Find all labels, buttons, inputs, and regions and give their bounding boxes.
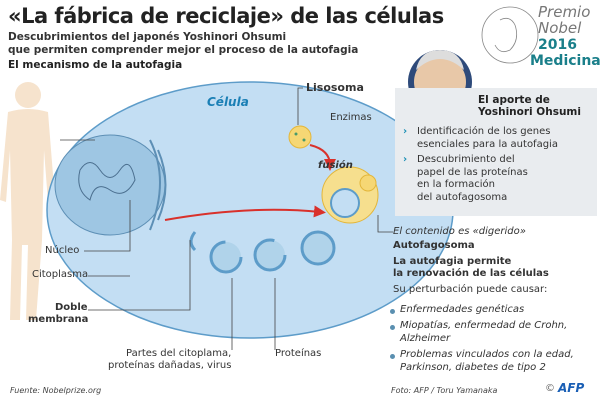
process-arrow bbox=[164, 205, 326, 221]
disease-line: Enfermedades genéticas bbox=[400, 304, 525, 315]
digested-label: El contenido es «digerido» bbox=[393, 226, 526, 237]
fusion-label: fusión bbox=[318, 160, 353, 171]
double-membrane-label-1: Doble bbox=[55, 302, 88, 313]
copyright-icon: © bbox=[545, 383, 555, 394]
disease-line: Parkinson, diabetes de tipo 2 bbox=[400, 361, 546, 373]
logo-premio: Premio bbox=[538, 3, 591, 21]
parts-label-2: proteínas dañadas, virus bbox=[108, 360, 232, 371]
nobel-medal-icon bbox=[481, 6, 539, 64]
panel-item: › Descubrimiento del papel de las proteí… bbox=[403, 154, 528, 204]
afp-logo: AFP bbox=[558, 381, 585, 395]
leader-lines bbox=[60, 87, 393, 350]
contribution-panel: El aporte de Yoshinori Ohsumi › Identifi… bbox=[395, 88, 597, 216]
info-intro: Su perturbación puede causar: bbox=[393, 284, 548, 295]
subtitle-line-1: Descubrimientos del japonés Yoshinori Oh… bbox=[8, 31, 287, 43]
disease-item: Enfermedades genéticas bbox=[390, 304, 525, 317]
source-credit: Fuente: Nobelprize.org bbox=[10, 386, 102, 395]
enzymes-label: Enzimas bbox=[330, 112, 372, 123]
chevron-right-icon: › bbox=[403, 154, 408, 165]
info-heading-2: la renovación de las células bbox=[393, 268, 549, 279]
info-heading-1: La autofagia permite bbox=[393, 256, 512, 267]
bullet-dot-icon bbox=[390, 325, 395, 330]
photo-credit: Foto: AFP / Toru Yamanaka bbox=[391, 386, 498, 395]
proteins-label: Proteínas bbox=[275, 348, 322, 359]
nucleus bbox=[54, 134, 167, 236]
cell-label: Célula bbox=[207, 95, 249, 109]
panel-item: › Identificación de los genes esenciales… bbox=[403, 126, 558, 151]
panel-item-line: del autofagosoma bbox=[417, 191, 508, 203]
disease-item: Problemas vinculados con la edad,Parkins… bbox=[390, 349, 574, 374]
panel-item-line: esenciales para la autofagia bbox=[417, 138, 558, 150]
logo-year: 2016 bbox=[538, 37, 577, 53]
panel-title-1: El aporte de bbox=[478, 94, 550, 106]
logo-nobel: Nobel bbox=[538, 19, 582, 37]
chevron-right-icon: › bbox=[403, 126, 408, 137]
nucleus-label: Núcleo bbox=[45, 245, 80, 256]
logo-category: Medicina bbox=[530, 53, 600, 69]
human-silhouette bbox=[0, 82, 55, 320]
parts-label-1: Partes del citoplama, bbox=[126, 348, 232, 359]
panel-item-line: Identificación de los genes bbox=[417, 126, 551, 137]
autophagosome-label: Autofagosoma bbox=[393, 240, 475, 251]
panel-item-line: Descubrimiento del bbox=[417, 154, 515, 165]
panel-title-2: Yoshinori Ohsumi bbox=[478, 106, 581, 118]
panel-item-line: papel de las proteínas bbox=[417, 166, 528, 178]
fusion-arrow bbox=[309, 144, 336, 171]
bullet-dot-icon bbox=[390, 309, 395, 314]
double-membrane-label-2: membrana bbox=[28, 314, 89, 325]
subtitle-line-2: que permiten comprender mejor el proceso… bbox=[8, 44, 359, 56]
page-title: «La fábrica de reciclaje» de las células bbox=[8, 4, 444, 28]
lysosome-label: Lisosoma bbox=[306, 81, 364, 94]
panel-item-line: en la formación bbox=[417, 179, 495, 190]
bullet-dot-icon bbox=[390, 354, 395, 359]
disease-line: Alzheimer bbox=[400, 332, 451, 344]
disease-line: Miopatías, enfermedad de Crohn, bbox=[400, 320, 568, 331]
vesicles bbox=[189, 230, 336, 274]
disease-item: Miopatías, enfermedad de Crohn,Alzheimer bbox=[390, 320, 568, 345]
lysosome-icon bbox=[288, 125, 312, 149]
cytoplasm-label: Citoplasma bbox=[32, 269, 89, 280]
section-title: El mecanismo de la autofagia bbox=[8, 59, 183, 71]
disease-line: Problemas vinculados con la edad, bbox=[400, 349, 574, 360]
autophagosome-icon bbox=[321, 166, 379, 224]
